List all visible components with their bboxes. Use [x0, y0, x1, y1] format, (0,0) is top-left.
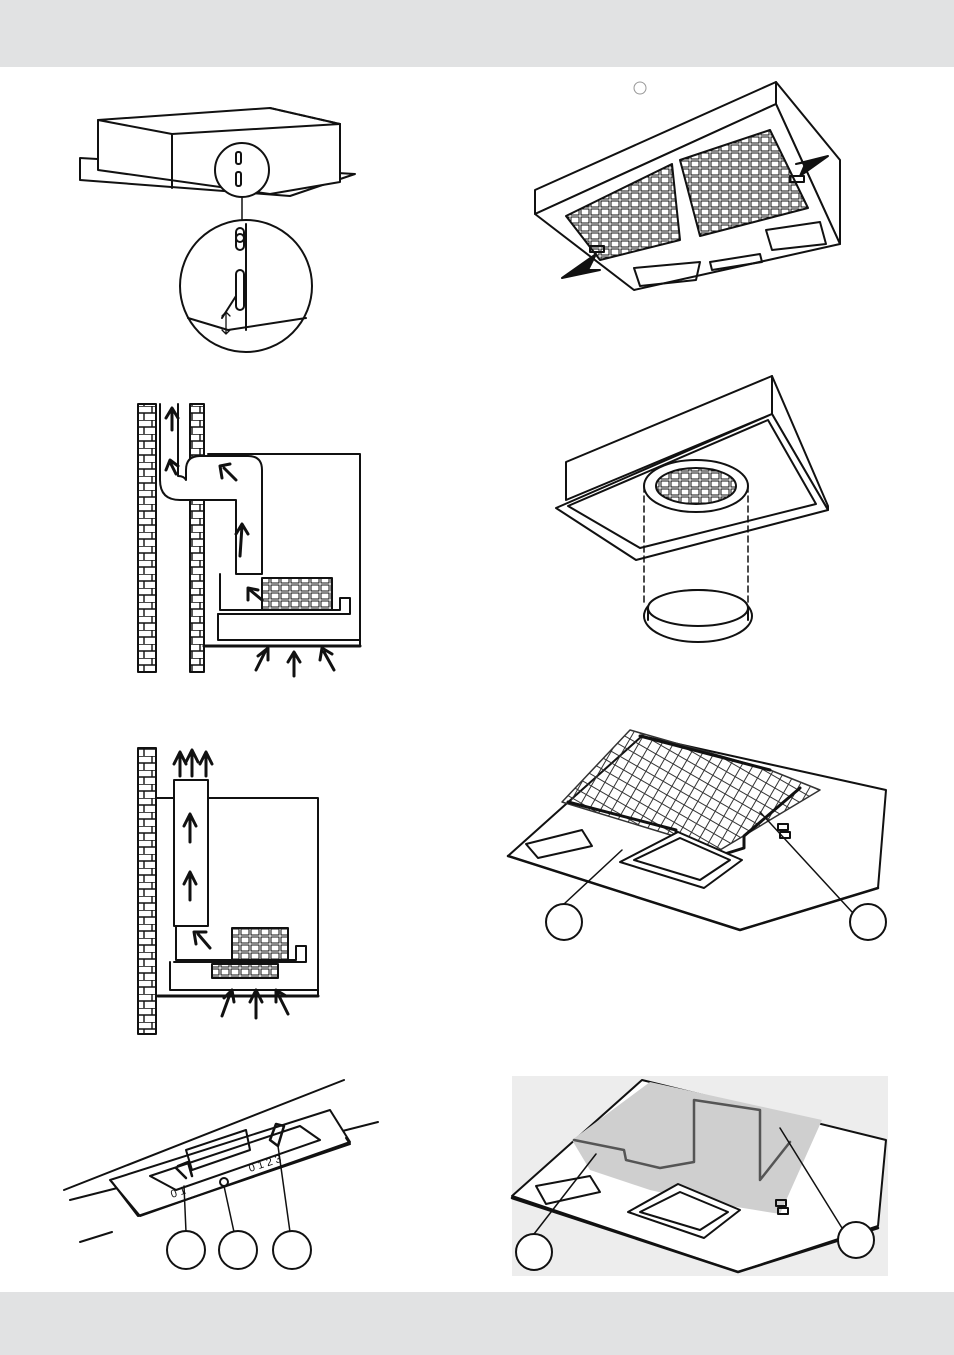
hood-mounting-detail — [80, 108, 355, 352]
grease-filter-mesh — [508, 730, 886, 940]
rear-exhaust-ducting — [138, 404, 360, 676]
grease-filter-release — [535, 82, 840, 290]
top-exhaust-ducting — [138, 748, 318, 1034]
charcoal-filter-fitting — [556, 376, 828, 642]
grease-filter-fleece — [512, 1076, 888, 1276]
control-panel: 0 1 0 1 2 3 — [64, 1080, 378, 1269]
